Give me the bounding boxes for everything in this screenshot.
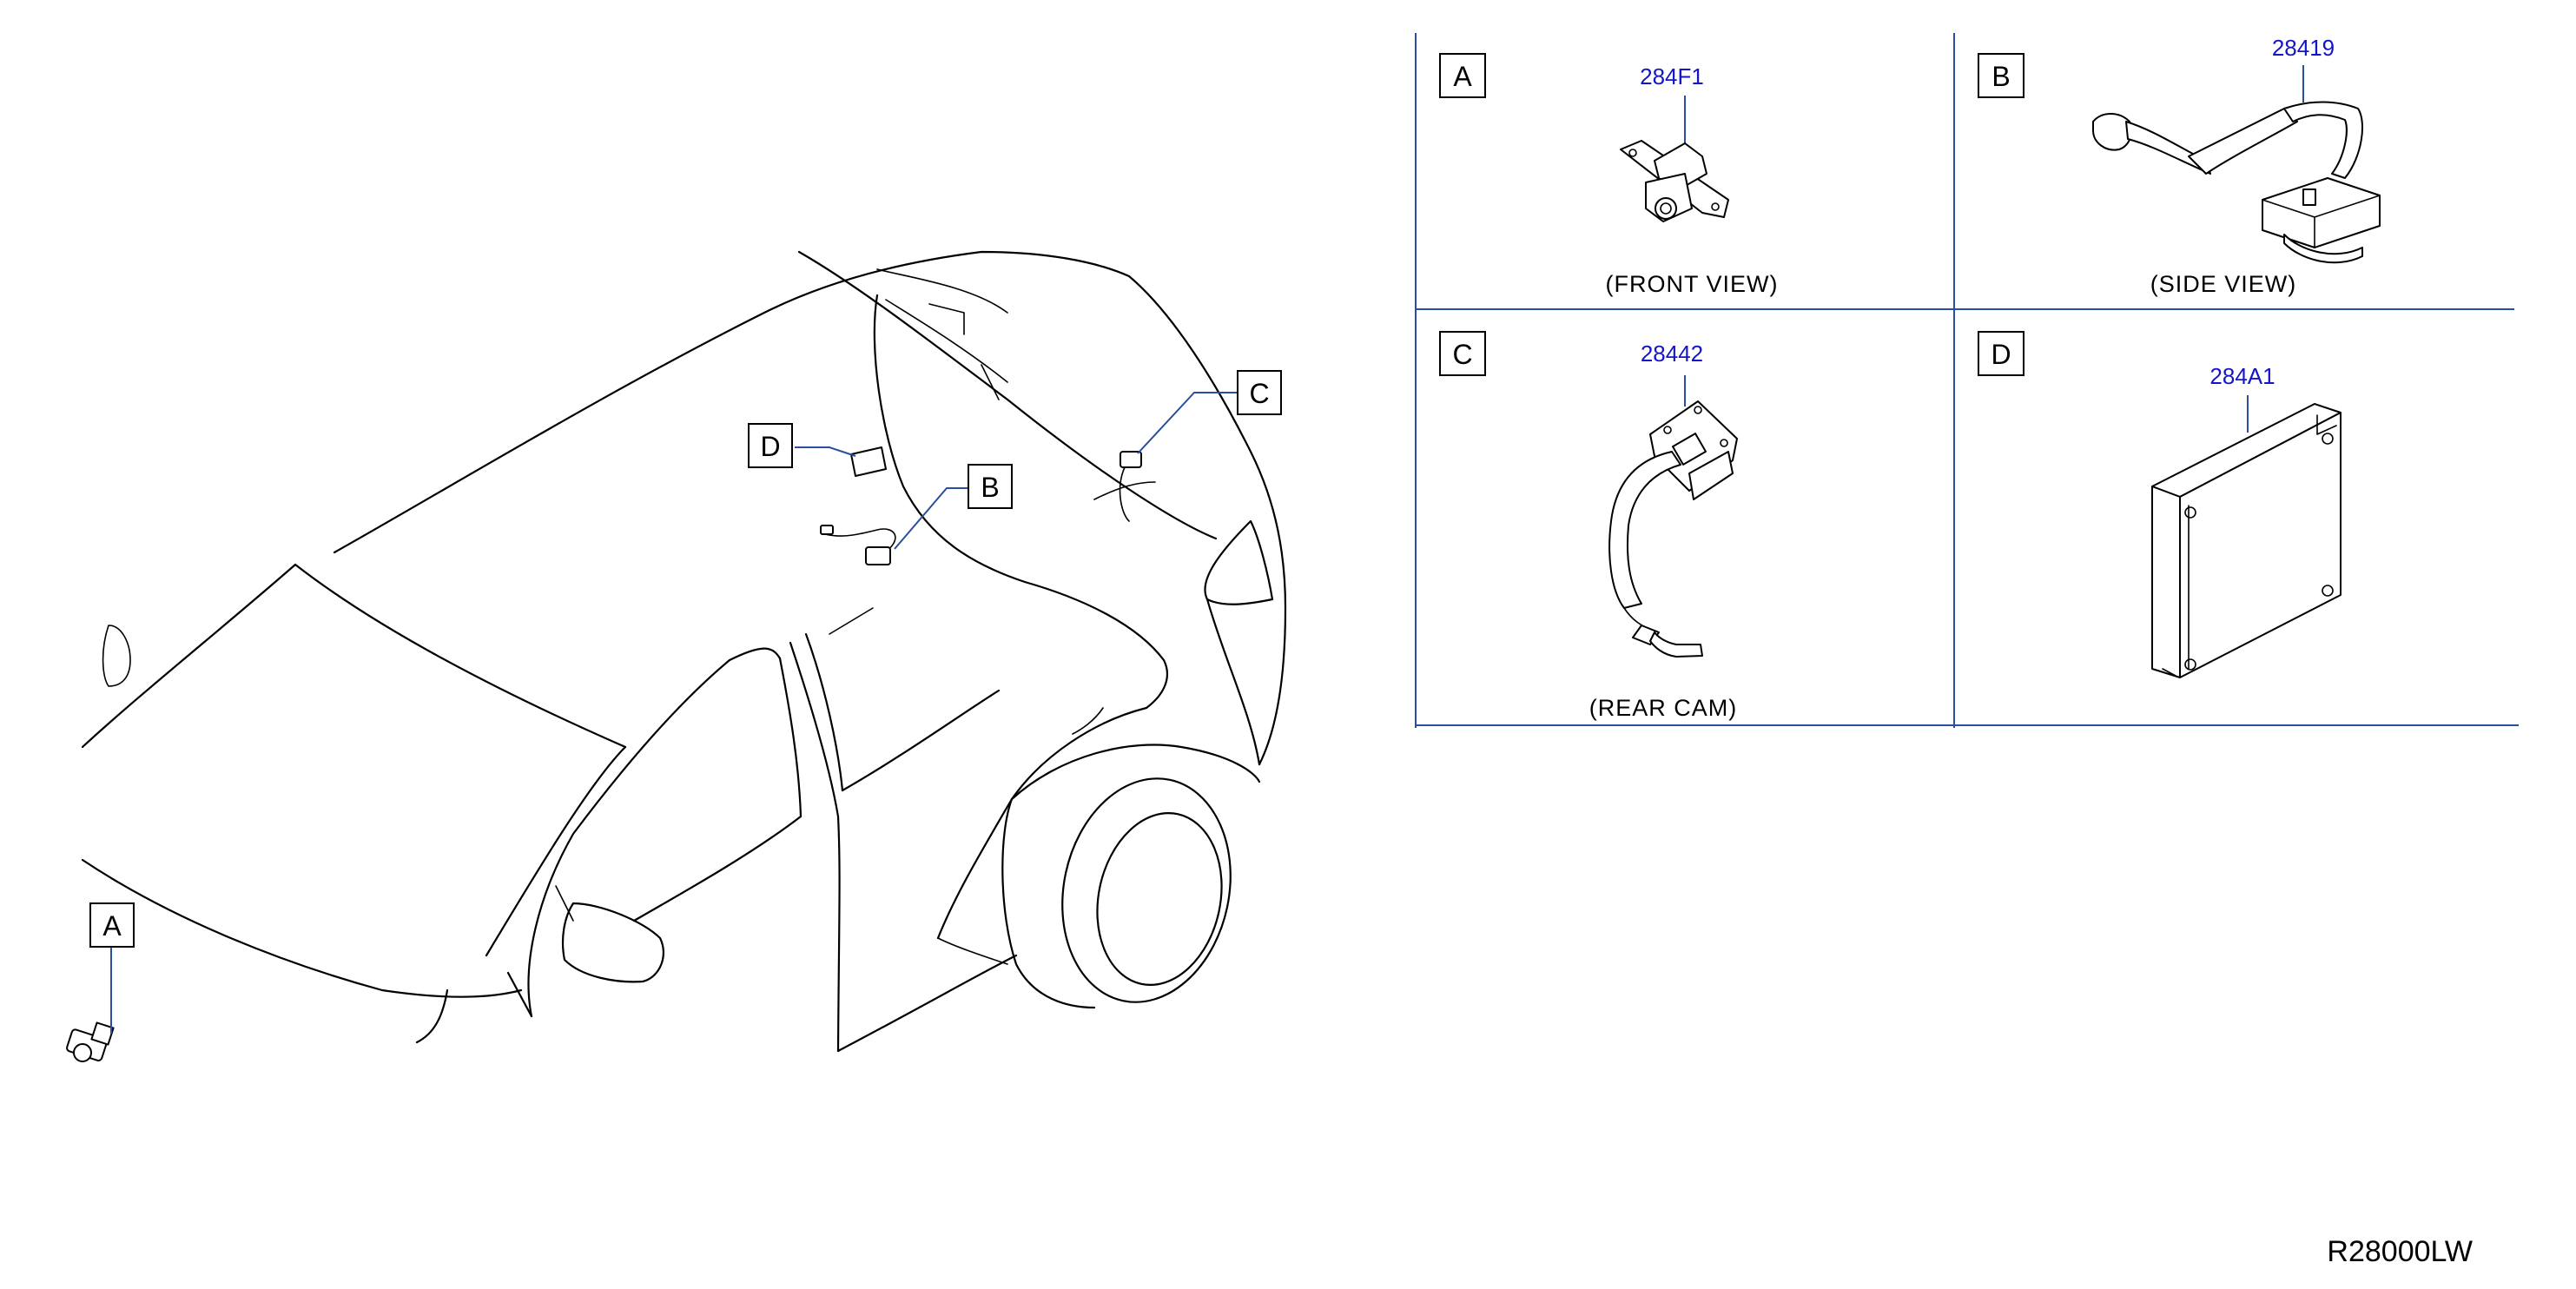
callout-c-label: C (1249, 378, 1269, 409)
panel-d-letter: D (1991, 339, 2011, 370)
front-camera-location-icon (66, 1021, 115, 1062)
side-camera-location-icon (820, 525, 896, 565)
callout-b: B (968, 464, 1013, 509)
control-unit-part-icon (2151, 403, 2342, 678)
panel-a-view-label: (FRONT VIEW) (1606, 271, 1779, 297)
callout-d-label: D (760, 431, 780, 462)
callout-c: C (1237, 370, 1282, 415)
control-unit-location-icon (850, 446, 887, 477)
panel-b-part-number: 28419 (2272, 35, 2335, 61)
diagram-code: R28000LW (2327, 1235, 2473, 1268)
panel-a: A 284F1 (FRONT VIEW) (1439, 53, 1779, 297)
panel-a-part-number: 284F1 (1640, 63, 1704, 89)
panel-b-view-label: (SIDE VIEW) (2150, 271, 2297, 297)
panel-c-part-number: 28442 (1641, 340, 1703, 367)
panel-c: C 28442 (REAR CAM) (1439, 331, 1738, 721)
front-camera-part-icon (1620, 140, 1729, 222)
panel-d-part-number: 284A1 (2209, 363, 2275, 389)
rear-camera-location-icon (1119, 451, 1142, 522)
detail-panel-grid (1415, 33, 2519, 728)
callout-a: A (89, 902, 135, 948)
panel-c-view-label: (REAR CAM) (1589, 695, 1738, 721)
panel-a-letter: A (1453, 61, 1472, 92)
panel-c-letter: C (1452, 339, 1472, 370)
panel-b-letter: B (1991, 61, 2010, 92)
callout-b-label: B (981, 472, 999, 503)
rear-camera-part-icon (1608, 400, 1738, 658)
callout-d: D (748, 423, 793, 468)
callout-a-label: A (102, 910, 122, 942)
panel-d: D 284A1 (1978, 331, 2342, 678)
panel-b: B 28419 (SIDE VIEW) (1978, 35, 2381, 297)
side-camera-part-icon (2092, 101, 2381, 264)
vehicle-outline (81, 250, 1287, 1053)
